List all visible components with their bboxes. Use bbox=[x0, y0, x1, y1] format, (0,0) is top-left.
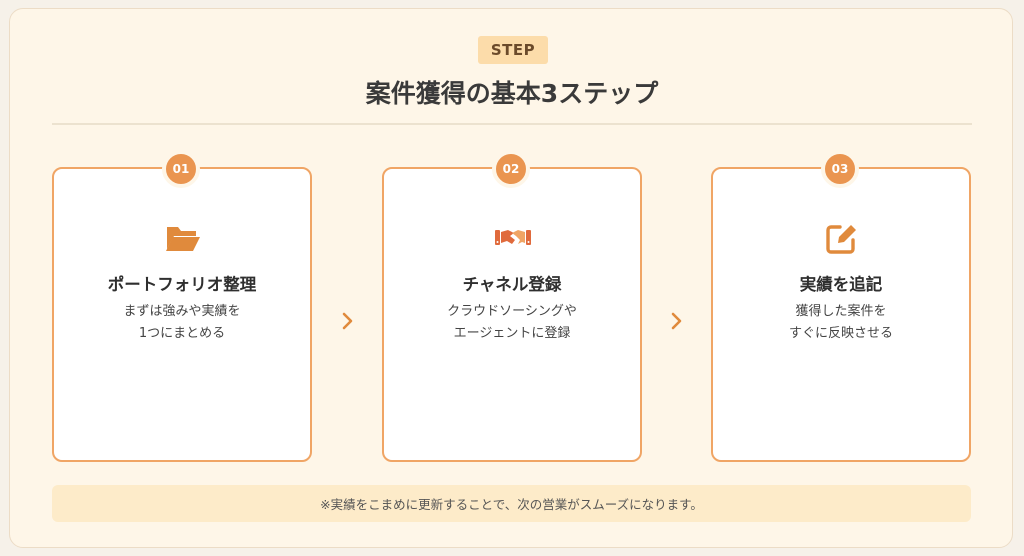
step-number-badge: 03 bbox=[821, 150, 859, 188]
step-description: まずは強みや実績を 1つにまとめる bbox=[54, 301, 310, 345]
step-title: 実績を追記 bbox=[799, 275, 883, 294]
folder-open-icon bbox=[164, 221, 202, 255]
step-badge: STEP bbox=[478, 36, 548, 64]
step-description-line: 獲得した案件を bbox=[795, 304, 887, 319]
handshake-icon bbox=[494, 221, 532, 255]
step-description: クラウドソーシングや エージェントに登録 bbox=[384, 301, 640, 345]
step-description-line: 1つにまとめる bbox=[138, 326, 226, 341]
step-description-line: すぐに反映させる bbox=[788, 326, 893, 341]
step-card-3: 03 実績を追記 獲得した案件を すぐに反映させる bbox=[711, 150, 971, 462]
step-description-line: クラウドソーシングや bbox=[447, 304, 577, 319]
step-card-2: 02 チャネル登録 クラウドソーシングや エージェントに登録 bbox=[382, 150, 642, 462]
step-number-badge: 02 bbox=[492, 150, 530, 188]
step-number-badge: 01 bbox=[162, 150, 200, 188]
edit-pen-icon bbox=[823, 221, 861, 255]
chevron-right-icon bbox=[670, 311, 684, 331]
footer-note: ※実績をこまめに更新することで、次の営業がスムーズになります。 bbox=[52, 485, 971, 522]
step-title: チャネル登録 bbox=[462, 275, 562, 294]
step-description-line: まずは強みや実績を bbox=[123, 304, 241, 319]
chevron-right-icon bbox=[341, 311, 355, 331]
step-description: 獲得した案件を すぐに反映させる bbox=[713, 301, 969, 345]
title-divider bbox=[52, 123, 972, 125]
step-card-1: 01 ポートフォリオ整理 まずは強みや実績を 1つにまとめる bbox=[52, 150, 312, 462]
step-description-line: エージェントに登録 bbox=[453, 326, 571, 341]
page-title: 案件獲得の基本3ステップ bbox=[365, 79, 659, 108]
step-title: ポートフォリオ整理 bbox=[107, 275, 257, 294]
